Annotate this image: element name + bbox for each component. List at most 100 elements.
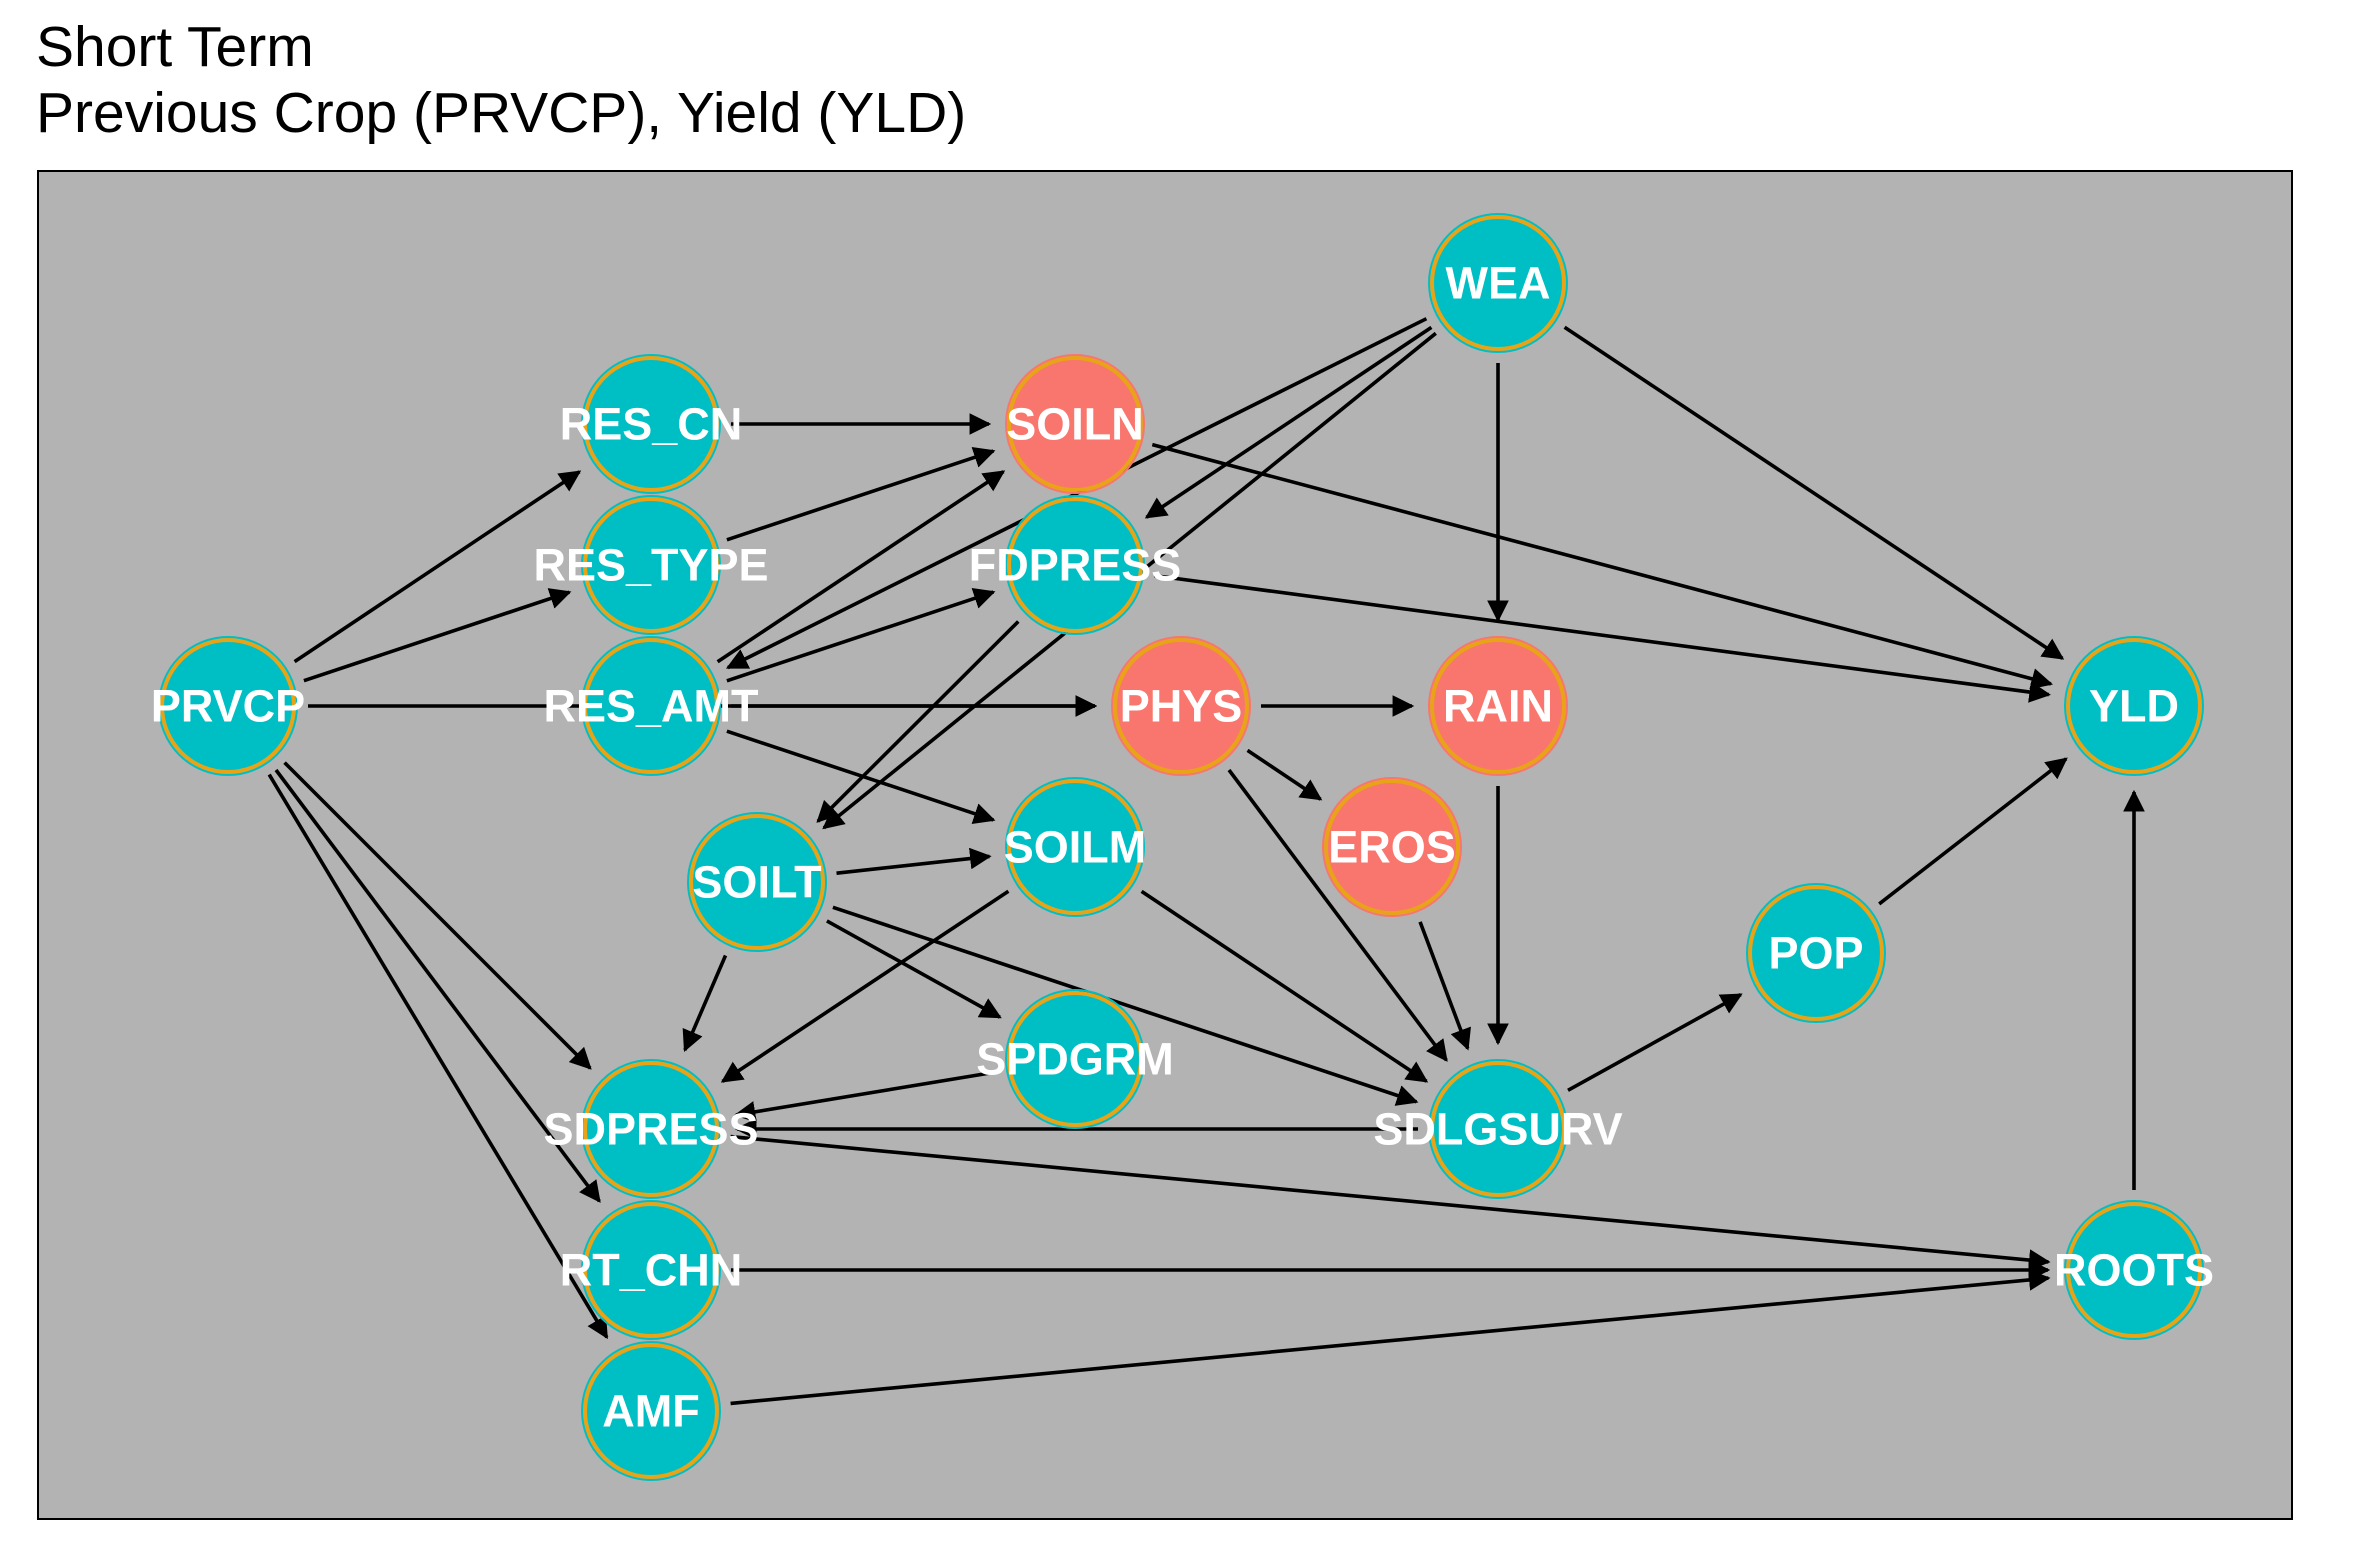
node-circle-rt-chn	[583, 1202, 719, 1338]
plot-panel	[37, 170, 2293, 1520]
node-outer-ring-soiln	[1005, 354, 1145, 494]
node-circle-prvcp	[160, 638, 296, 774]
plot-subtitle: Previous Crop (PRVCP), Yield (YLD)	[36, 81, 967, 145]
edge-prvcp-to-amf	[267, 773, 609, 1340]
edge-res-amt-to-fdpress	[726, 587, 996, 683]
edge-soilt-to-soilm	[836, 847, 992, 875]
node-outer-ring-fdpress	[1005, 495, 1145, 635]
node-circle-sdlgsurv	[1430, 1061, 1566, 1197]
edge-soilt-to-sdlgsurv	[832, 905, 1419, 1106]
node-rain: RAIN	[1428, 636, 1568, 776]
title-block: Short Term Previous Crop (PRVCP), Yield …	[36, 14, 966, 146]
node-outer-ring-spdgrm	[1005, 989, 1145, 1129]
node-circle-fdpress	[1007, 497, 1143, 633]
edge-pop-to-yld	[1878, 757, 2068, 906]
node-outer-ring-rain	[1428, 636, 1568, 776]
node-label-soiln: SOILN	[1006, 399, 1144, 450]
node-outer-ring-soilm	[1005, 777, 1145, 917]
edge-prvcp-to-res-type	[303, 588, 572, 683]
node-circle-eros	[1324, 779, 1460, 915]
node-label-sdpress: SDPRESS	[543, 1104, 758, 1155]
node-rt-chn: RT_CHN	[560, 1200, 743, 1340]
node-outer-ring-res-amt	[581, 636, 721, 776]
node-label-res-cn: RES_CN	[560, 399, 743, 450]
node-outer-ring-sdpress	[581, 1059, 721, 1199]
node-circle-spdgrm	[1007, 991, 1143, 1127]
edge-wea-to-yld	[1563, 325, 2065, 660]
node-label-res-type: RES_TYPE	[533, 540, 768, 591]
edge-soilt-to-spdgrm	[826, 919, 1002, 1019]
node-label-wea: WEA	[1446, 258, 1551, 309]
edge-soilm-to-sdpress	[720, 889, 1010, 1083]
edge-soilm-to-sdlgsurv	[1140, 889, 1429, 1083]
node-circle-soilt	[689, 814, 825, 950]
node-res-type: RES_TYPE	[533, 495, 769, 635]
node-label-soilt: SOILT	[692, 857, 821, 908]
node-outer-ring-prvcp	[158, 636, 298, 776]
node-circle-sdpress	[583, 1061, 719, 1197]
node-label-rt-chn: RT_CHN	[560, 1245, 743, 1296]
node-circle-wea	[1430, 215, 1566, 351]
plot-title: Short Term	[36, 15, 314, 79]
node-sdpress: SDPRESS	[543, 1059, 759, 1199]
node-label-pop: POP	[1768, 928, 1863, 979]
edge-spdgrm-to-sdpress	[733, 1070, 997, 1123]
node-roots: ROOTS	[2054, 1200, 2214, 1340]
node-label-spdgrm: SPDGRM	[976, 1034, 1174, 1085]
edge-sdpress-to-roots	[730, 1134, 2051, 1271]
node-outer-ring-sdlgsurv	[1428, 1059, 1568, 1199]
edge-soilt-to-sdpress	[682, 954, 728, 1052]
node-outer-ring-amf	[581, 1341, 721, 1481]
edge-res-amt-to-soilm	[726, 729, 996, 825]
node-outer-ring-roots	[2064, 1200, 2204, 1340]
node-circle-pop	[1748, 885, 1884, 1021]
edge-res-amt-to-soiln	[716, 470, 1006, 664]
node-circle-yld	[2066, 638, 2202, 774]
node-circle-res-type	[583, 497, 719, 633]
node-label-eros: EROS	[1328, 822, 1456, 873]
node-label-fdpress: FDPRESS	[969, 540, 1182, 591]
node-label-yld: YLD	[2089, 681, 2179, 732]
node-circle-res-amt	[583, 638, 719, 774]
node-label-soilm: SOILM	[1004, 822, 1147, 873]
node-outer-ring-yld	[2064, 636, 2204, 776]
node-circle-phys	[1113, 638, 1249, 774]
node-outer-ring-phys	[1111, 636, 1251, 776]
node-circle-soilm	[1007, 779, 1143, 915]
node-eros: EROS	[1322, 777, 1462, 917]
edge-wea-to-fdpress	[1144, 325, 1433, 519]
edge-phys-to-sdlgsurv	[1227, 768, 1448, 1062]
edge-amf-to-roots	[730, 1269, 2051, 1406]
node-sdlgsurv: SDLGSURV	[1373, 1059, 1623, 1199]
node-soilm: SOILM	[1004, 777, 1147, 917]
node-pop: POP	[1746, 883, 1886, 1023]
edge-eros-to-sdlgsurv	[1418, 921, 1471, 1051]
edge-res-type-to-soiln	[726, 446, 996, 542]
node-res-amt: RES_AMT	[543, 636, 759, 776]
node-phys: PHYS	[1111, 636, 1251, 776]
nodes-layer: PRVCP RES_CN RES_TYPE RES_AMT SOILN FDPRESS WE…	[151, 213, 2214, 1481]
node-label-roots: ROOTS	[2054, 1245, 2214, 1296]
node-soiln: SOILN	[1005, 354, 1145, 494]
node-fdpress: FDPRESS	[969, 495, 1182, 635]
edge-prvcp-to-res-cn	[293, 470, 582, 664]
node-label-rain: RAIN	[1443, 681, 1553, 732]
node-spdgrm: SPDGRM	[976, 989, 1174, 1129]
node-outer-ring-res-type	[581, 495, 721, 635]
node-outer-ring-pop	[1746, 883, 1886, 1023]
node-circle-res-cn	[583, 356, 719, 492]
node-outer-ring-soilt	[687, 812, 827, 952]
node-circle-roots	[2066, 1202, 2202, 1338]
node-outer-ring-rt-chn	[581, 1200, 721, 1340]
edge-soiln-to-yld	[1151, 442, 2053, 690]
node-label-prvcp: PRVCP	[151, 681, 305, 732]
edge-phys-to-eros	[1246, 748, 1323, 801]
node-label-res-amt: RES_AMT	[543, 681, 758, 732]
node-outer-ring-res-cn	[581, 354, 721, 494]
node-circle-rain	[1430, 638, 1566, 774]
edge-prvcp-to-rt-chn	[274, 768, 601, 1203]
node-outer-ring-wea	[1428, 213, 1568, 353]
edge-sdlgsurv-to-pop	[1567, 993, 1743, 1092]
node-outer-ring-eros	[1322, 777, 1462, 917]
